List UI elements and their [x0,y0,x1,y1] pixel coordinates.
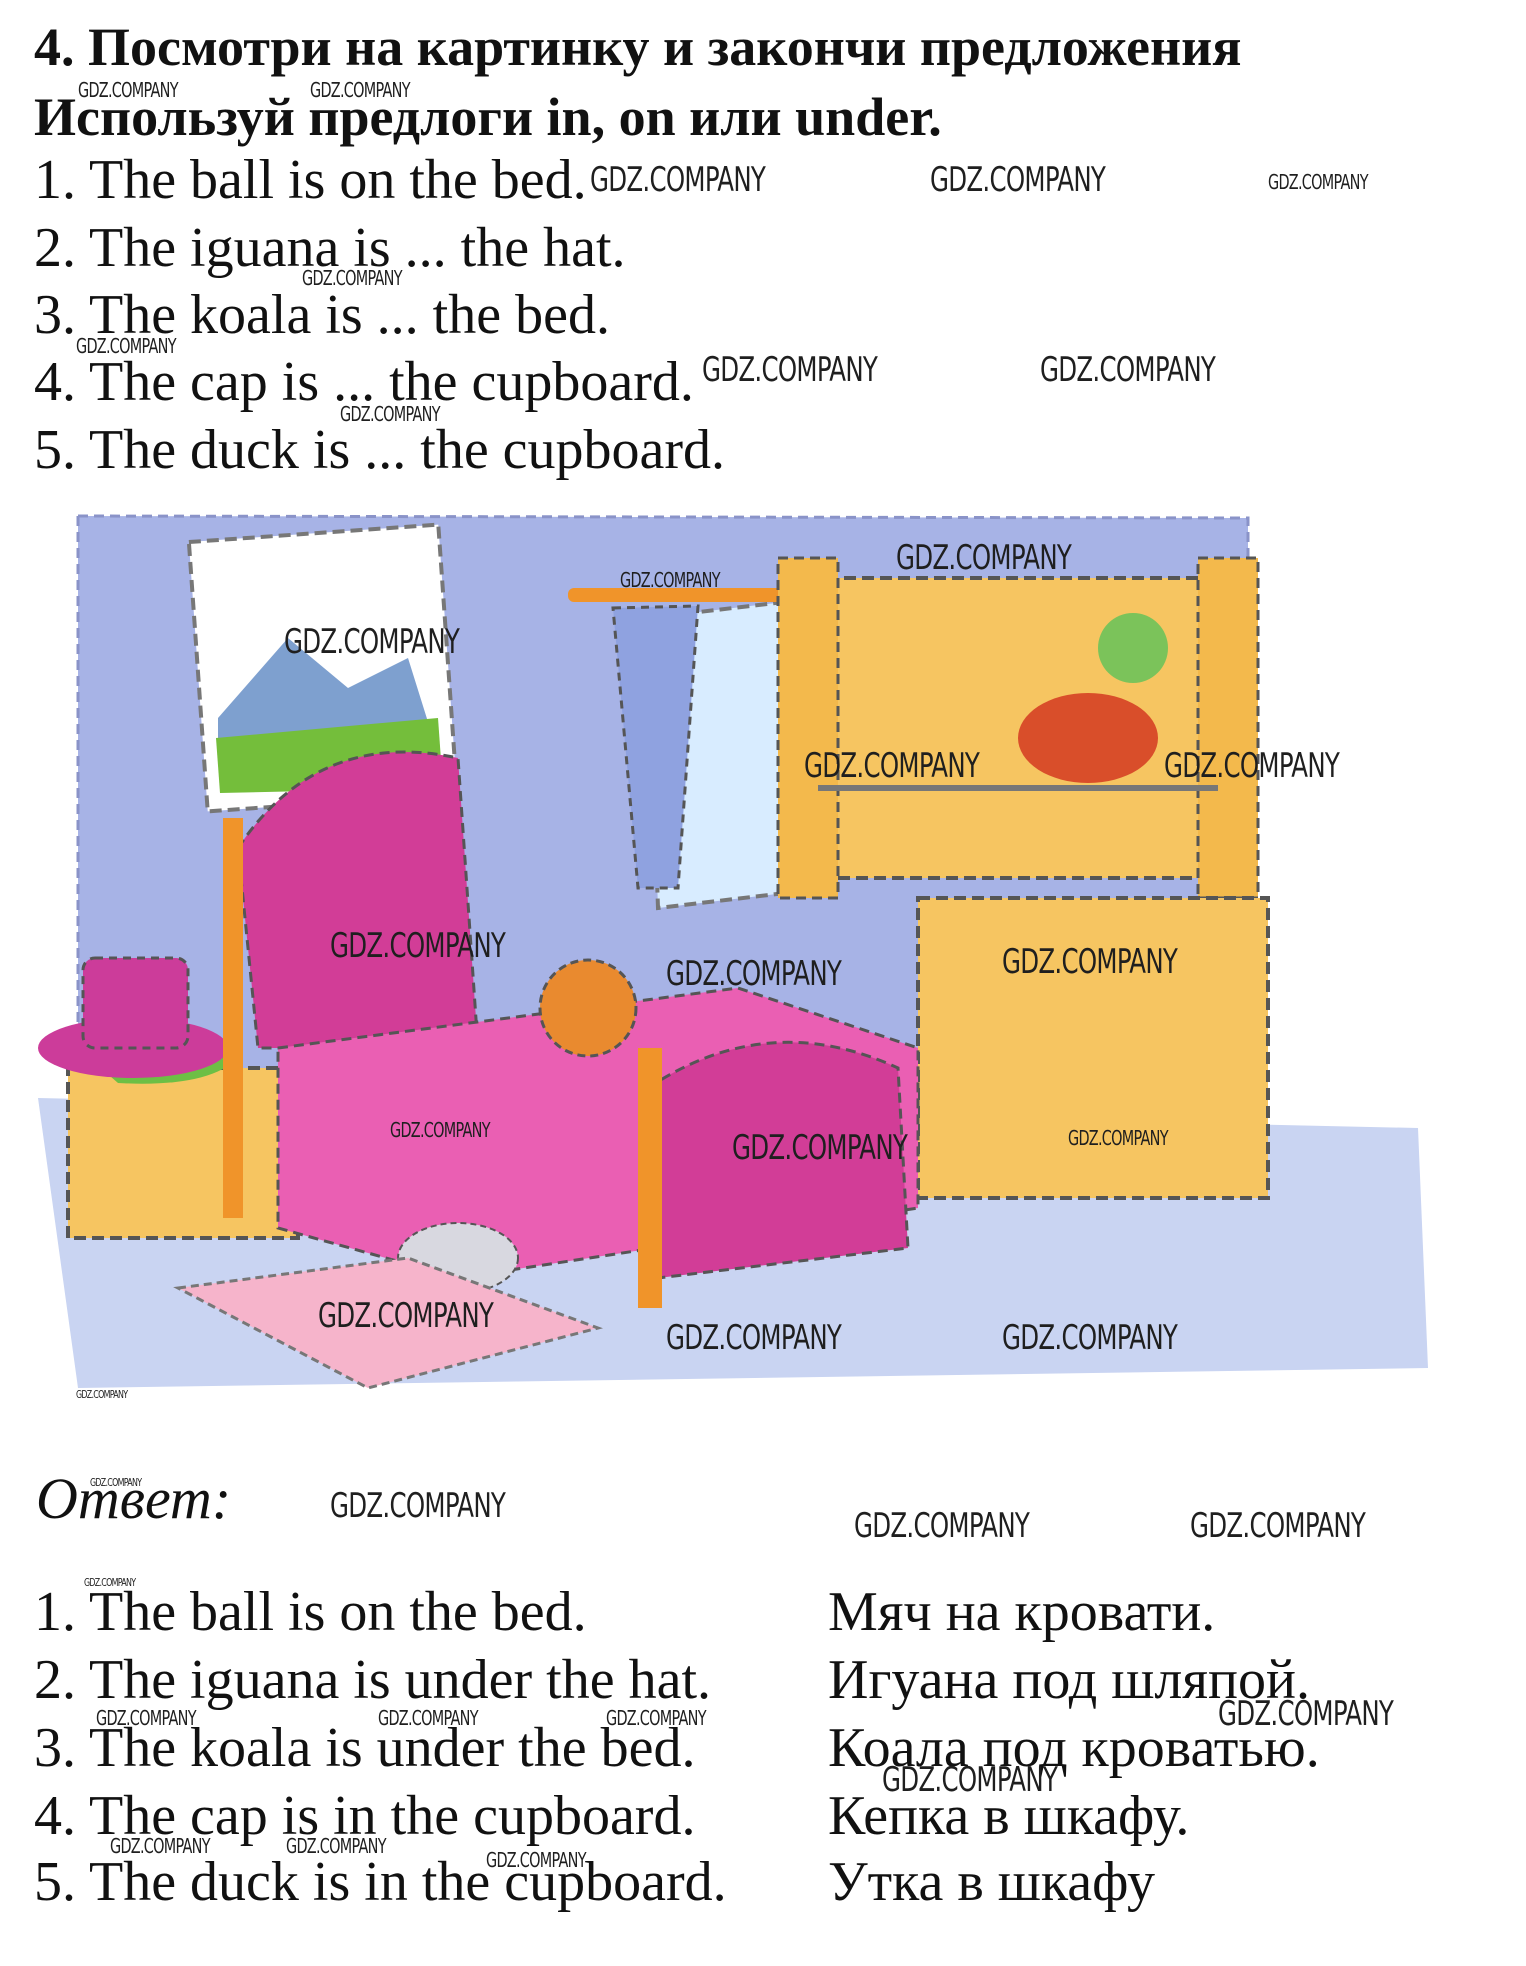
question-3: 3. The koala is ... the bed. [34,284,610,346]
watermark: GDZ.COMPANY [1268,170,1368,194]
watermark: GDZ.COMPANY [1218,1694,1394,1734]
hat-crown [81,956,190,1050]
watermark: GDZ.COMPANY [882,1760,1058,1800]
question-1: 1. The ball is on the bed. [34,149,587,211]
watermark: GDZ.COMPANY [732,1128,908,1168]
watermark: GDZ.COMPANY [110,1834,210,1858]
watermark: GDZ.COMPANY [804,746,980,786]
watermark: GDZ.COMPANY [378,1706,478,1730]
answer-1-ru: Мяч на кровати. [828,1581,1216,1643]
answer-2-ru: Игуана под шляпой. [828,1649,1310,1711]
bedroom-illustration [38,514,1428,1390]
watermark: GDZ.COMPANY [702,350,878,390]
answer-2-en: 2. The iguana is under the hat. [34,1649,712,1711]
watermark: GDZ.COMPANY [1002,942,1178,982]
watermark: GDZ.COMPANY [930,160,1106,200]
answer-3-ru: Коала под кроватью. [828,1717,1320,1779]
watermark: GDZ.COMPANY [284,622,460,662]
answer-4-en: 4. The cap is in the cupboard. [34,1785,696,1847]
watermark: GDZ.COMPANY [1068,1126,1168,1150]
task-subtitle: Используй предлоги in, on или under. [34,87,942,147]
watermark: GDZ.COMPANY [854,1506,1030,1546]
cupboard-bottom [916,896,1270,1200]
watermark: GDZ.COMPANY [1190,1506,1366,1546]
watermark: GDZ.COMPANY [84,1576,136,1589]
watermark: GDZ.COMPANY [486,1848,586,1872]
answer-3-en: 3. The koala is under the bed. [34,1717,696,1779]
watermark: GDZ.COMPANY [330,1486,506,1526]
watermark: GDZ.COMPANY [666,954,842,994]
question-4: 4. The cap is ... the cupboard. [34,351,694,413]
task-title: 4. Посмотри на картинку и закончи предло… [34,17,1242,77]
watermark: GDZ.COMPANY [286,1834,386,1858]
watermark: GDZ.COMPANY [96,1706,196,1730]
duck-in-cupboard [1018,693,1158,783]
watermark: GDZ.COMPANY [310,78,410,102]
question-5: 5. The duck is ... the cupboard. [34,419,726,481]
bed-post-right [638,1048,662,1308]
answer-5-ru: Утка в шкафу [828,1851,1156,1913]
watermark: GDZ.COMPANY [76,1388,128,1401]
curtain [611,604,700,890]
watermark: GDZ.COMPANY [330,926,506,966]
watermark: GDZ.COMPANY [76,334,176,358]
rug [173,1256,604,1390]
watermark: GDZ.COMPANY [590,160,766,200]
watermark: GDZ.COMPANY [896,538,1072,578]
cap-in-cupboard [1098,613,1168,683]
answer-5-en: 5. The duck is in the cupboard. [34,1851,727,1913]
nightstand [66,1066,300,1240]
watermark: GDZ.COMPANY [78,78,178,102]
question-2: 2. The iguana is ... the hat. [34,217,626,279]
watermark: GDZ.COMPANY [302,266,402,290]
answer-1-en: 1. The ball is on the bed. [34,1581,587,1643]
watermark: GDZ.COMPANY [1002,1318,1178,1358]
answer-4-ru: Кепка в шкафу. [828,1785,1190,1847]
watermark: GDZ.COMPANY [340,402,440,426]
watermark: GDZ.COMPANY [620,568,720,592]
ball-on-bed [538,958,638,1058]
watermark: GDZ.COMPANY [666,1318,842,1358]
watermark: GDZ.COMPANY [1164,746,1340,786]
watermark: GDZ.COMPANY [606,1706,706,1730]
answer-label: Ответ: [36,1466,232,1531]
bed-post-left [223,818,243,1218]
watermark: GDZ.COMPANY [1040,350,1216,390]
cupboard-top [806,576,1230,880]
watermark: GDZ.COMPANY [90,1476,142,1489]
bed-footboard [646,1040,910,1280]
watermark: GDZ.COMPANY [390,1118,490,1142]
cupboard-door-right [1196,556,1260,900]
cupboard-door-left [776,556,840,900]
bed-headboard [236,750,480,1050]
curtain-rod [568,588,818,602]
watermark: GDZ.COMPANY [318,1296,494,1336]
